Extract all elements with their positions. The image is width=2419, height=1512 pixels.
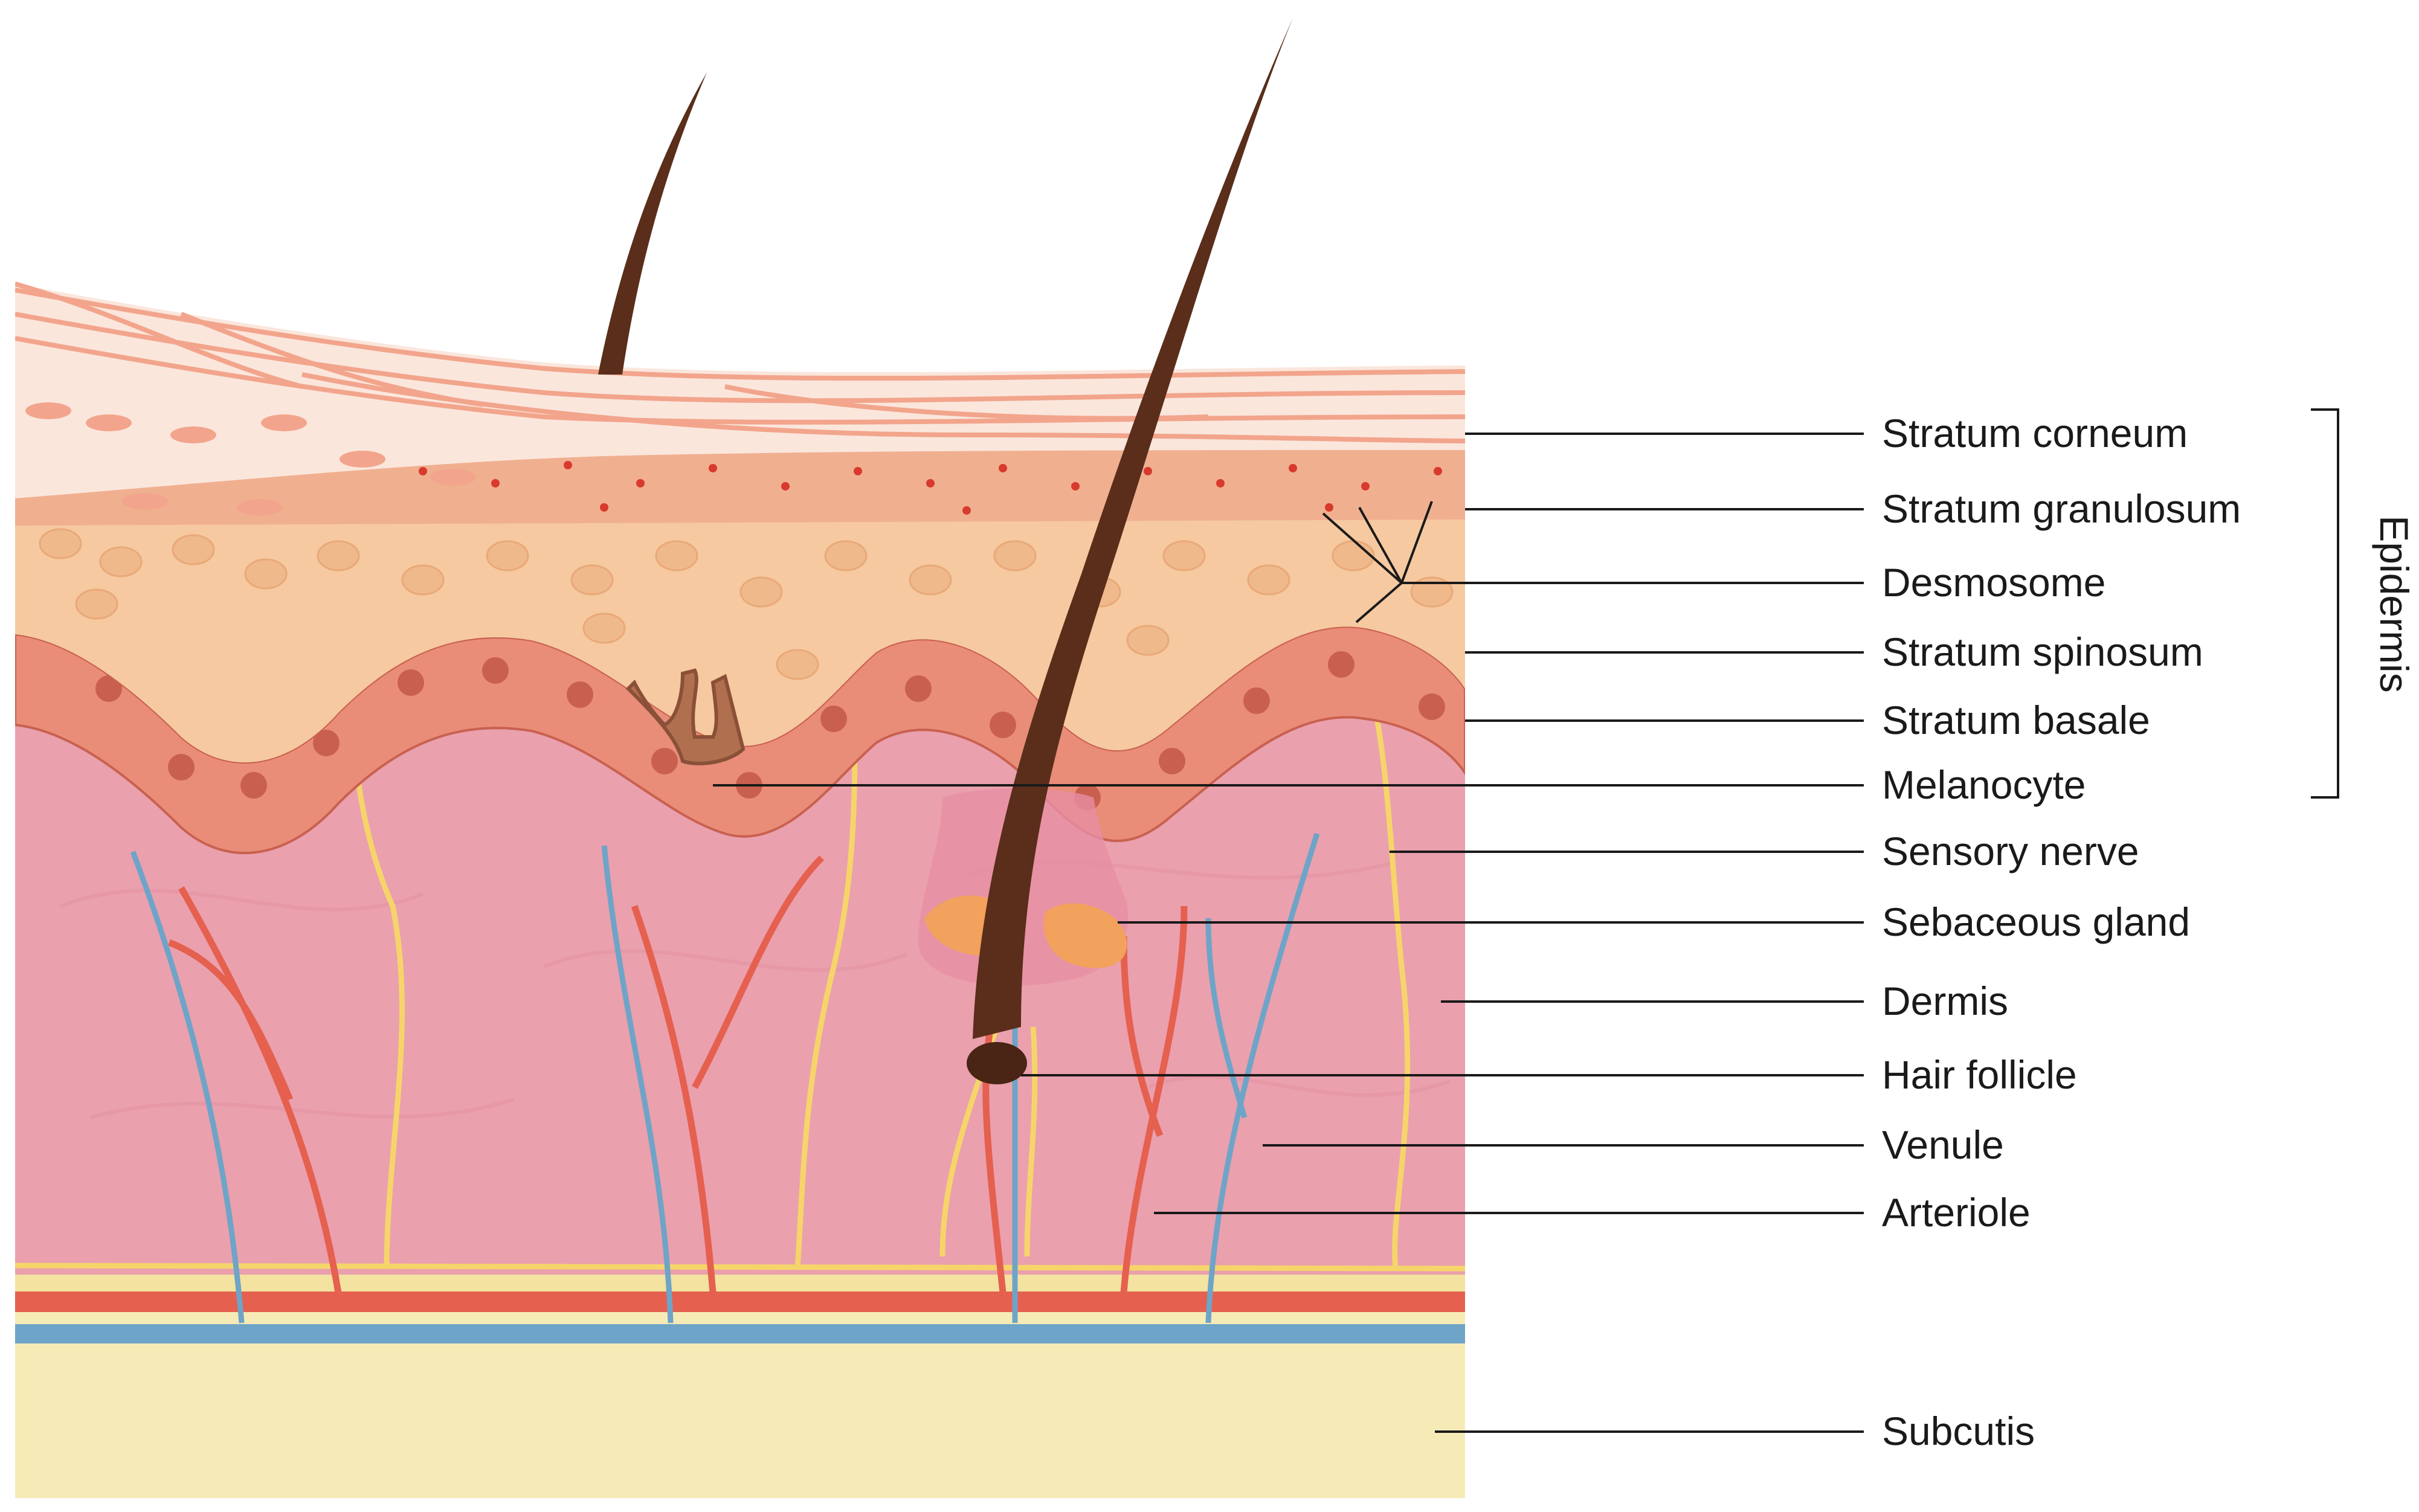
melanocyte-cell [625,668,746,765]
venule-branches [130,832,1320,1324]
label-melanocyte: Melanocyte [1882,762,2086,807]
label-subcutis: Subcutis [1882,1409,2035,1453]
leader-lines [713,433,1864,1433]
label-sebaceous-gland: Sebaceous gland [1882,899,2190,944]
leader-desmosome-fan-2 [1358,507,1403,584]
leader-desmosome-fan-1 [1322,512,1403,584]
label-stratum-corneum: Stratum corneum [1882,411,2188,455]
desmosome-dots [419,461,1442,515]
spinosum-cells [39,528,1454,680]
corneum-flakes [25,402,476,516]
label-arteriole: Arteriole [1882,1190,2031,1235]
basale-nuclei [95,651,1445,811]
hair-bulb [967,1042,1027,1084]
arteriole-main [15,1292,1465,1312]
epidermis-bracket [2311,408,2339,799]
hair-shaft-right [973,18,1293,1039]
leader-desmosome-fan-4 [1355,582,1403,623]
stratum-basale-layer [15,625,1465,855]
label-stratum-basale: Stratum basale [1882,698,2150,742]
label-sensory-nerve: Sensory nerve [1882,829,2139,873]
venule-main [15,1324,1465,1343]
sebaceous-gland-shape [924,895,1127,968]
label-stratum-granulosum: Stratum granulosum [1882,486,2241,531]
arteriole-branches [167,855,1188,1293]
label-hair-follicle: Hair follicle [1882,1052,2077,1097]
epidermis-bracket-label: Epidermis [2372,515,2417,692]
hair-shaft-left [598,72,707,375]
label-list: Stratum corneum Stratum granulosum Desmo… [1882,411,2241,1453]
label-stratum-spinosum: Stratum spinosum [1882,629,2203,674]
label-venule: Venule [1882,1122,2004,1167]
dermis-texture [59,860,1451,1119]
label-desmosome: Desmosome [1882,560,2105,605]
label-dermis: Dermis [1882,979,2008,1023]
leader-desmosome-fan-3 [1400,501,1433,584]
